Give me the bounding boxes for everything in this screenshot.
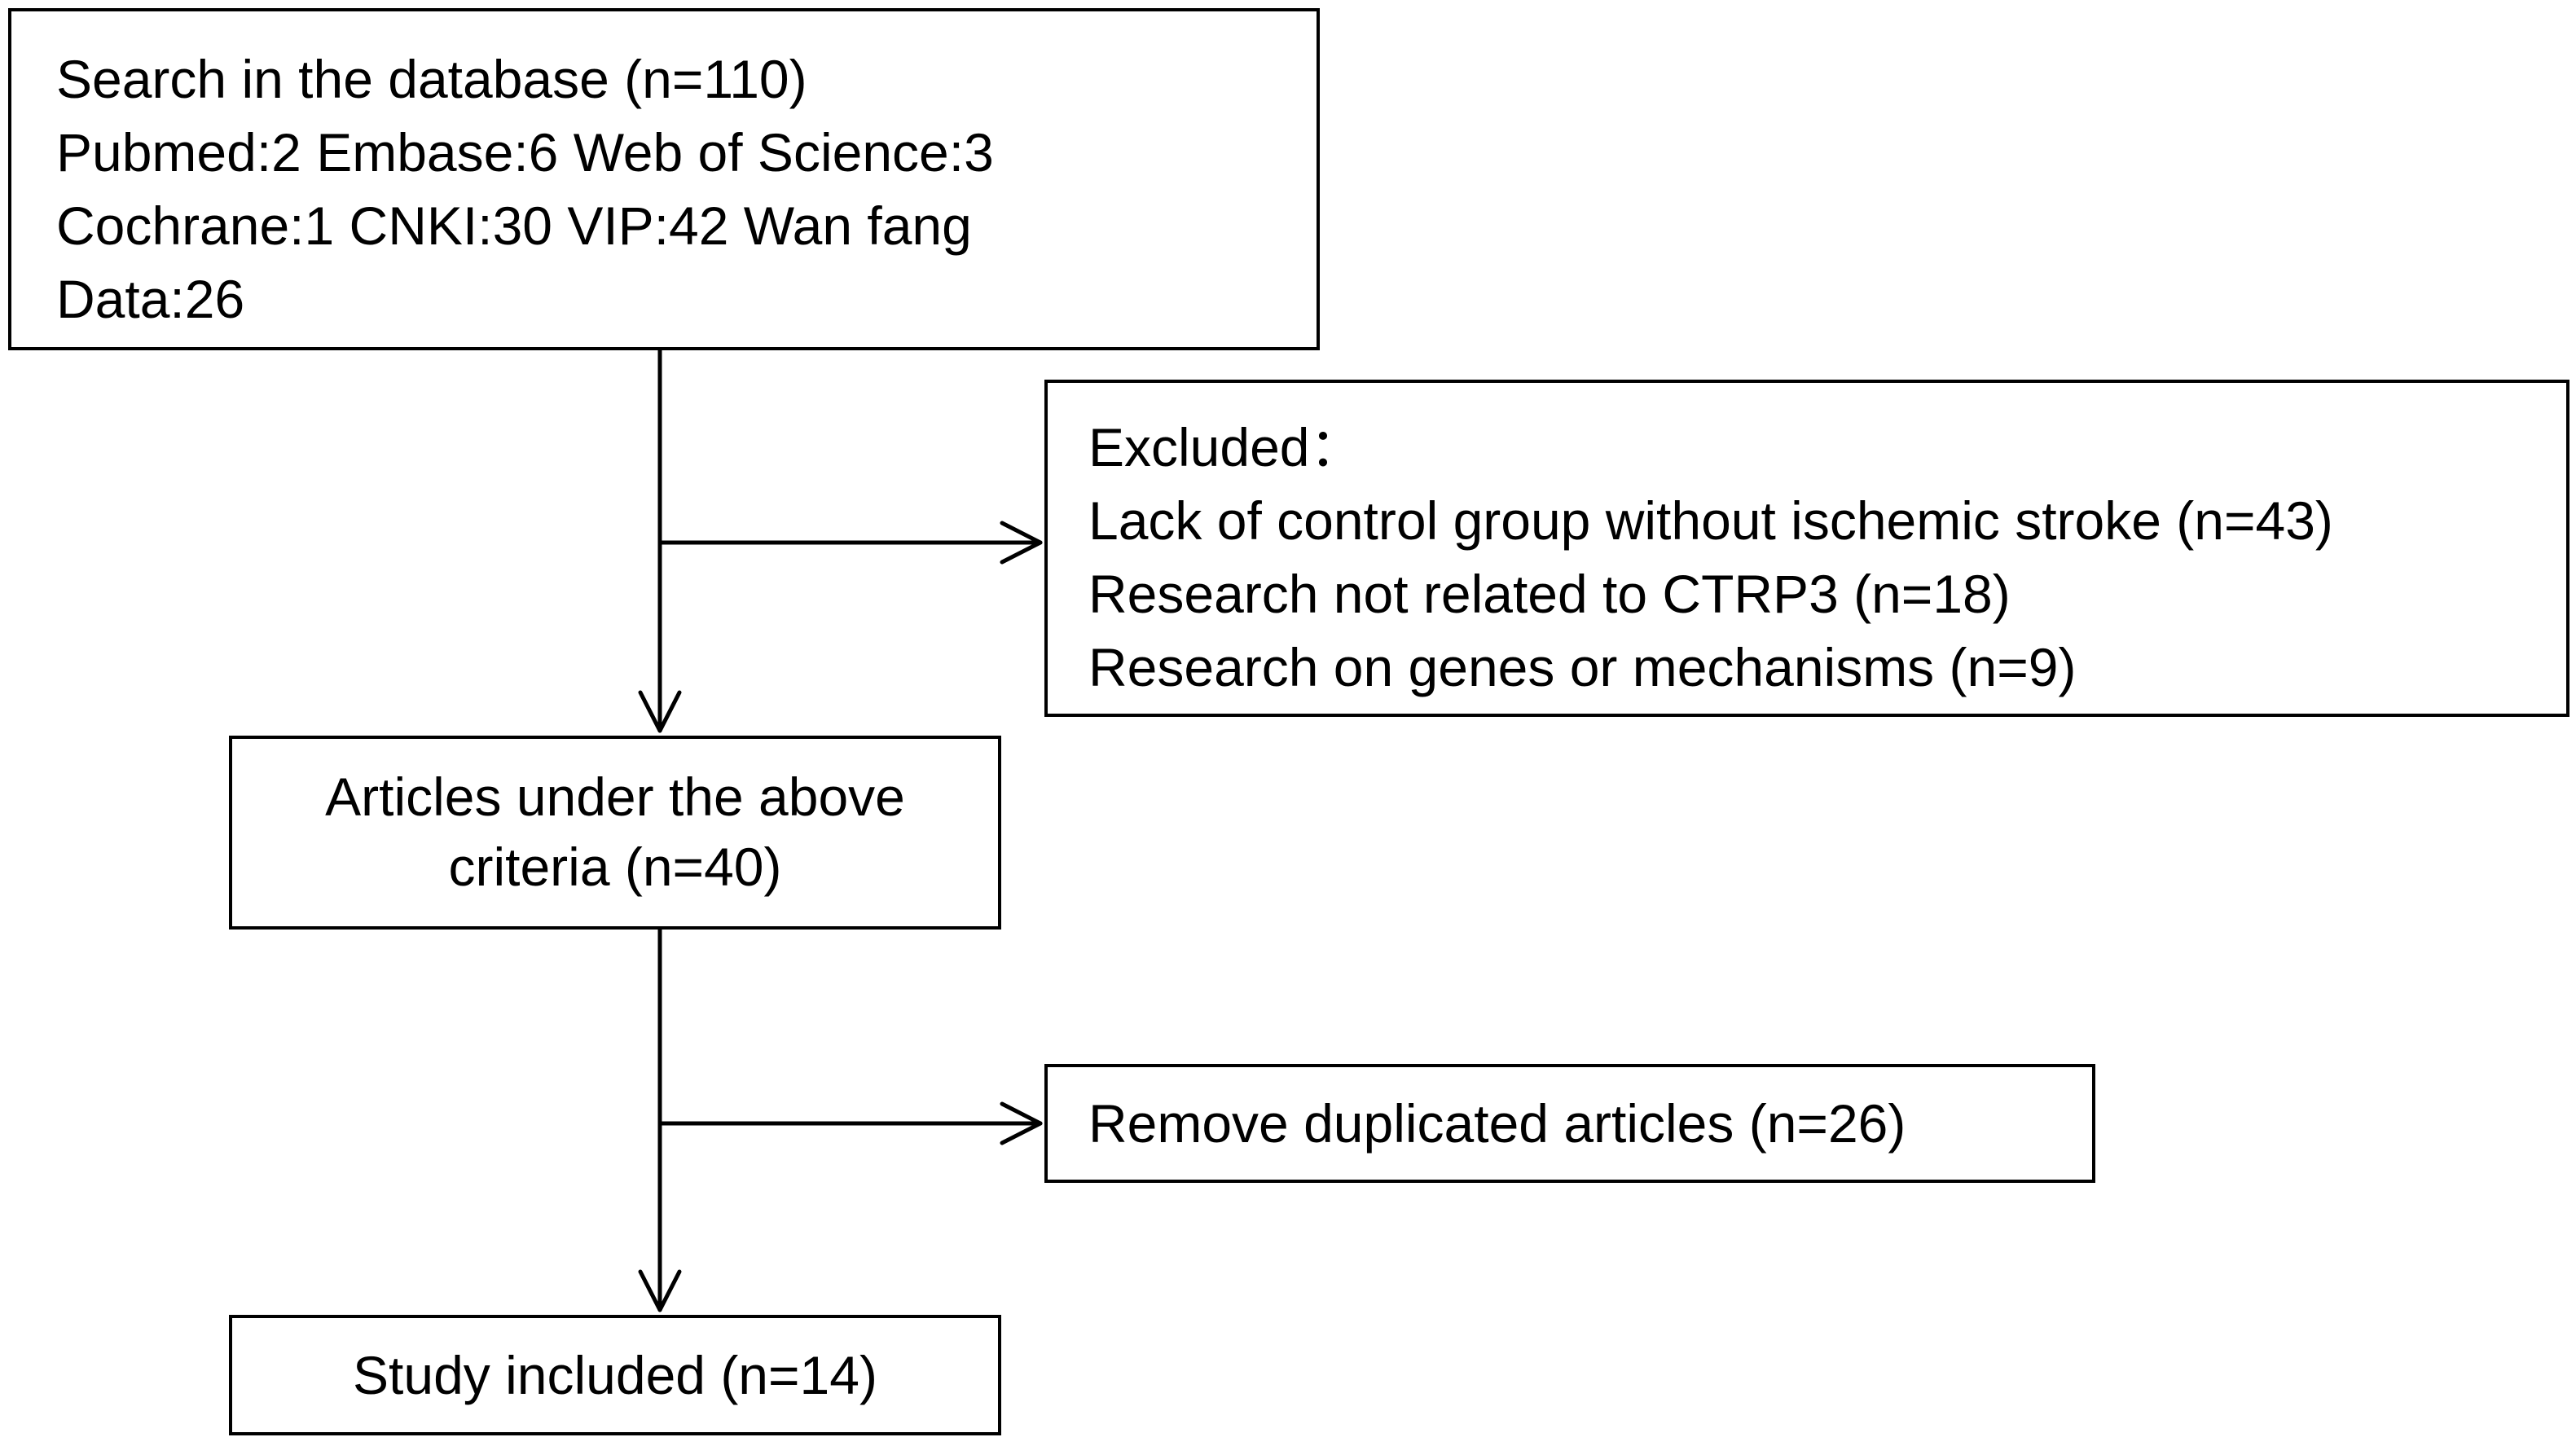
articles-line-2: criteria (n=40) <box>448 837 782 897</box>
arrowhead-to-excluded <box>1000 521 1043 565</box>
articles-line-1: Articles under the above <box>325 767 905 827</box>
articles-criteria-box: Articles under the above criteria (n=40) <box>229 736 1001 930</box>
search-sources-line-2: Cochrane:1 CNKI:30 VIP:42 Wan fang <box>56 196 972 256</box>
search-sources-line-1: Pubmed:2 Embase:6 Web of Science:3 <box>56 122 994 182</box>
arrowhead-to-remove <box>1000 1101 1043 1145</box>
excluded-title: Excluded： <box>1088 417 1364 477</box>
remove-duplicates-box: Remove duplicated articles (n=26) <box>1044 1064 2095 1183</box>
study-included-box: Study included (n=14) <box>229 1315 1001 1435</box>
excluded-reason-control-group: Lack of control group without ischemic s… <box>1088 490 2333 551</box>
arrowhead-to-included <box>638 1269 682 1312</box>
excluded-reason-genes-mechanisms: Research on genes or mechanisms (n=9) <box>1088 637 2077 697</box>
search-title: Search in the database (n=110) <box>56 49 807 109</box>
study-included-label: Study included (n=14) <box>353 1345 877 1405</box>
remove-duplicates-label: Remove duplicated articles (n=26) <box>1088 1093 1906 1154</box>
excluded-reason-not-ctrp3: Research not related to CTRP3 (n=18) <box>1088 564 2011 624</box>
search-sources-line-3: Data:26 <box>56 269 245 329</box>
arrowhead-to-articles <box>638 690 682 733</box>
search-database-box: Search in the database (n=110) Pubmed:2 … <box>8 8 1320 350</box>
excluded-box: Excluded： Lack of control group without … <box>1044 380 2569 717</box>
